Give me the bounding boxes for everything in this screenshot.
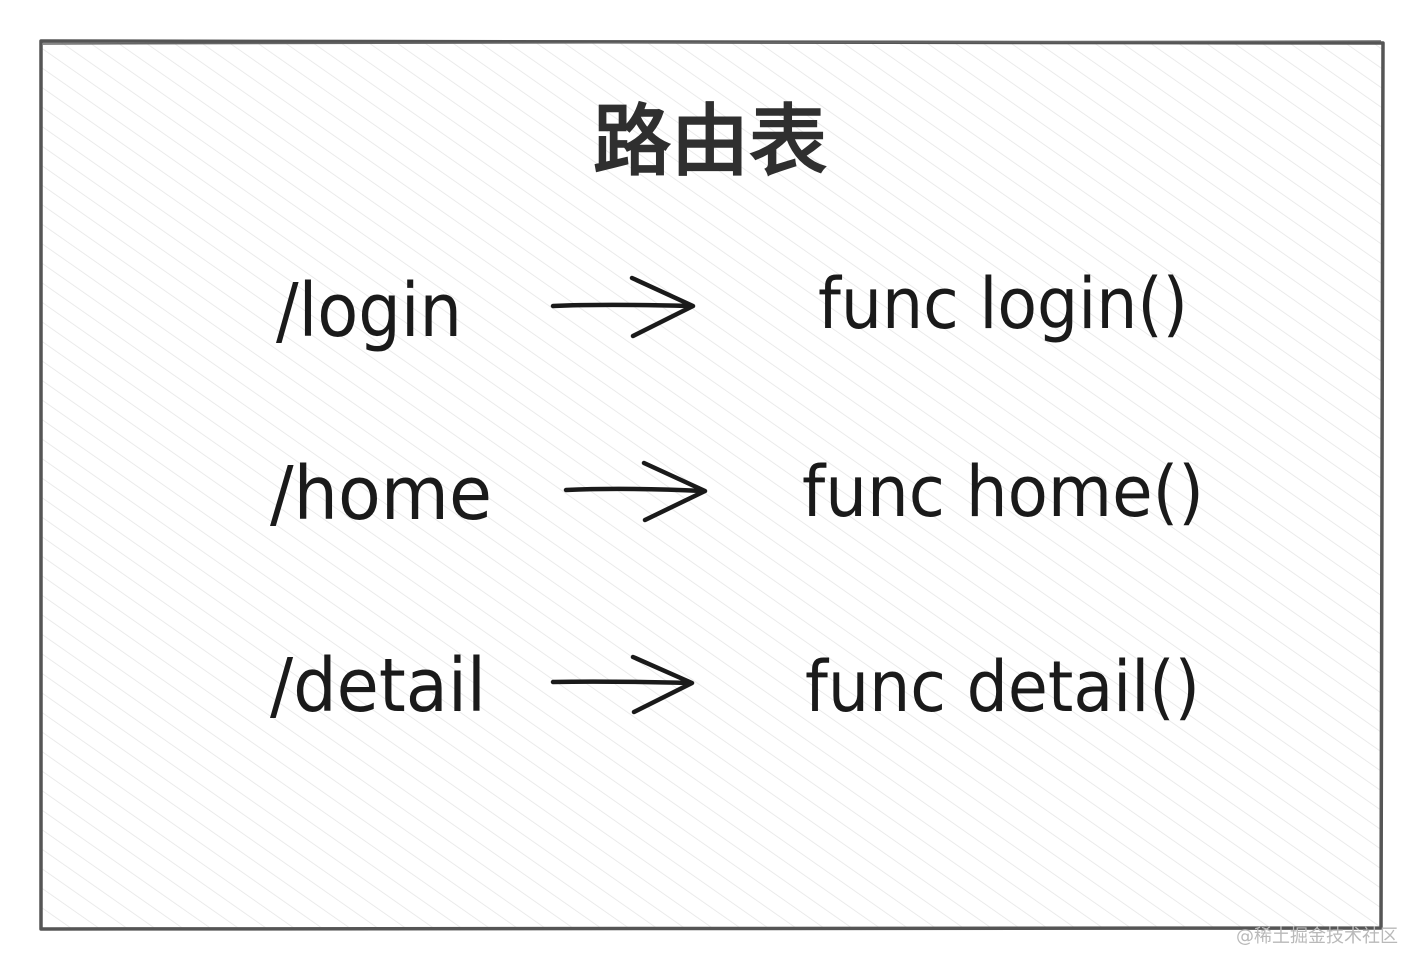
arrow-icon	[550, 275, 696, 339]
watermark: @稀土掘金技术社区	[1236, 926, 1398, 947]
route-path: /detail	[270, 643, 486, 729]
route-row: /detail func detail()	[270, 643, 1200, 729]
route-row: /login func login()	[276, 263, 1188, 354]
route-handler: func detail()	[805, 646, 1200, 728]
route-path: /login	[276, 268, 462, 354]
route-handler: func login()	[818, 263, 1188, 345]
route-row: /home func home()	[270, 451, 1204, 537]
diagram-title: 路由表	[593, 97, 827, 187]
route-handler: func home()	[802, 451, 1204, 533]
route-path: /home	[270, 451, 492, 537]
arrow-icon	[563, 460, 708, 523]
arrow-icon	[550, 654, 695, 715]
route-table-box	[39, 39, 1385, 931]
